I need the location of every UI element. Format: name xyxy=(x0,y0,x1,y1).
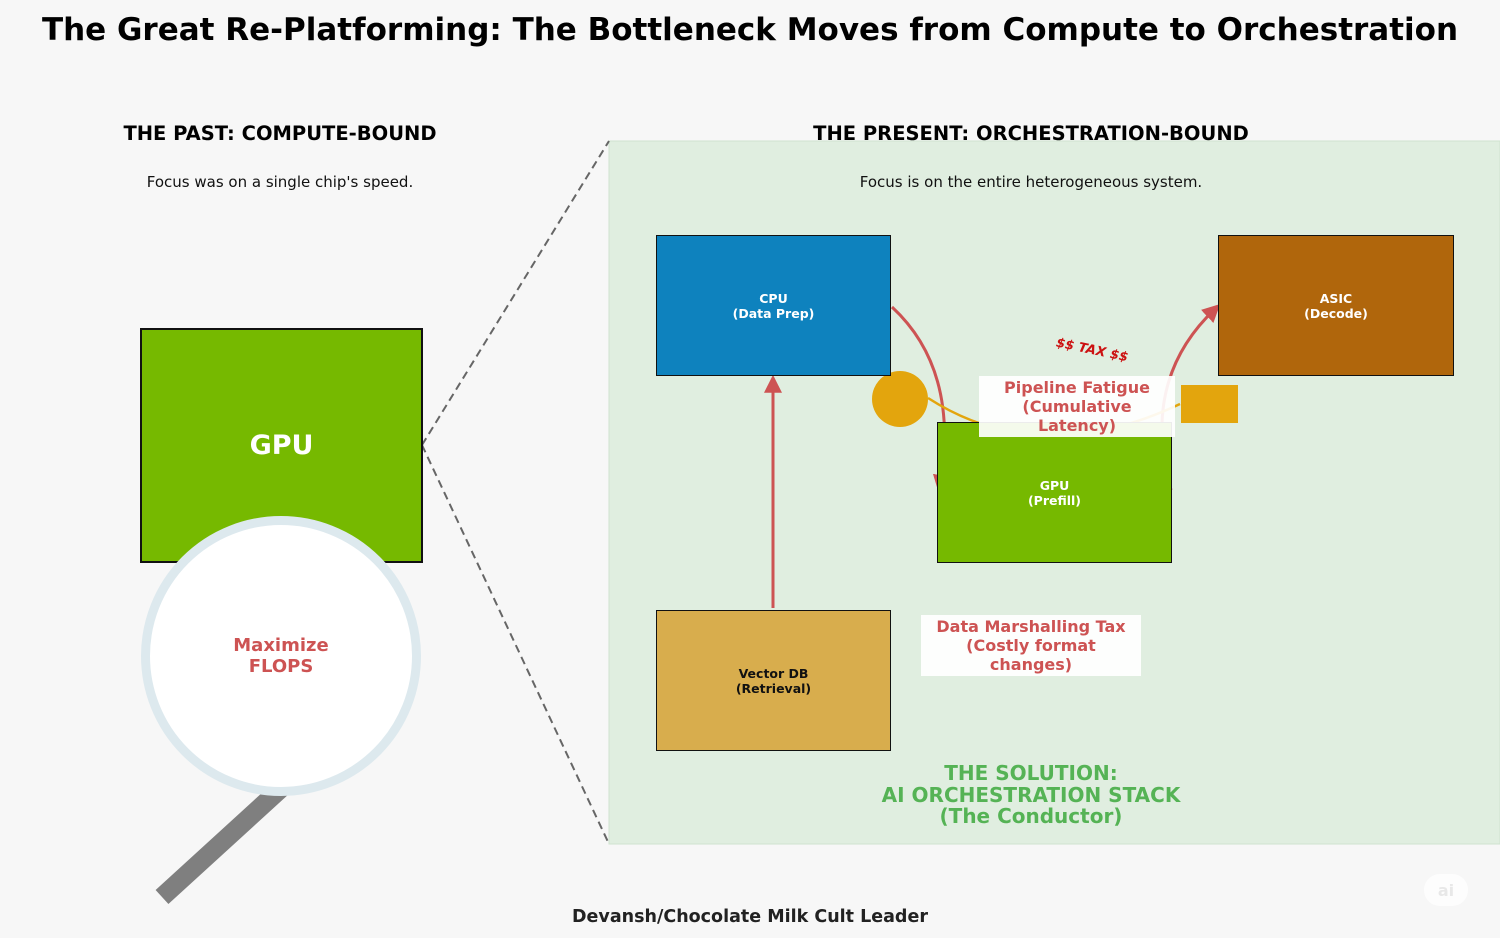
zoom-line-bottom xyxy=(421,444,610,845)
magnifying-glass-handle xyxy=(155,774,295,905)
node-gpu: GPU (Prefill) xyxy=(937,422,1172,563)
past-heading: THE PAST: COMPUTE-BOUND xyxy=(123,122,437,145)
node-asic: ASIC (Decode) xyxy=(1218,235,1454,376)
node-vector-db: Vector DB (Retrieval) xyxy=(656,610,891,751)
page-title: The Great Re-Platforming: The Bottleneck… xyxy=(41,12,1459,48)
zoom-line-top xyxy=(421,140,610,446)
present-subtitle: Focus is on the entire heterogeneous sys… xyxy=(859,173,1203,191)
ai-watermark-glyph: ai xyxy=(1438,881,1454,899)
svg-text:ai: ai xyxy=(1438,881,1454,899)
footer-credit: Devansh/Chocolate Milk Cult Leader xyxy=(572,907,928,927)
lens-label: Maximize FLOPS xyxy=(233,635,329,677)
solution-label: THE SOLUTION: AI ORCHESTRATION STACK (Th… xyxy=(881,761,1181,828)
past-subtitle: Focus was on a single chip's speed. xyxy=(146,173,414,191)
token-square xyxy=(1181,385,1238,423)
token-circle xyxy=(872,371,928,427)
present-heading: THE PRESENT: ORCHESTRATION-BOUND xyxy=(813,122,1249,145)
magnifying-glass-icon xyxy=(141,516,421,796)
ai-watermark-icon: ai xyxy=(1424,874,1468,906)
pipeline-fatigue-callout: Pipeline Fatigue (Cumulative Latency) xyxy=(979,376,1175,437)
node-cpu: CPU (Data Prep) xyxy=(656,235,891,376)
data-marshalling-callout: Data Marshalling Tax (Costly format chan… xyxy=(921,615,1141,676)
